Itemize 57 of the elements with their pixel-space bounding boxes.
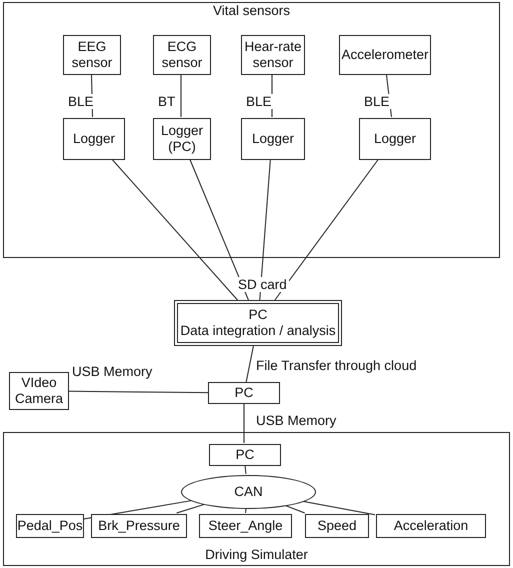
connector-line xyxy=(284,504,306,514)
process-box xyxy=(153,118,211,160)
group-panel xyxy=(3,432,510,566)
group-title: Vital sensors xyxy=(212,3,290,19)
node-label: EEG sensor xyxy=(70,39,114,71)
process-box xyxy=(208,382,280,404)
node-label: Steer_Angle xyxy=(208,518,283,534)
process-box xyxy=(241,118,305,160)
connector-line xyxy=(176,504,206,514)
connector-line xyxy=(246,346,254,382)
process-box xyxy=(199,514,292,538)
connector-line xyxy=(244,464,246,474)
connector-line xyxy=(189,158,249,300)
node-label: Acceleration xyxy=(394,518,468,534)
edge-label: BLE xyxy=(244,94,274,109)
node-label: Speed xyxy=(317,518,357,534)
node-label: Accelerometer xyxy=(341,47,429,63)
group-panel xyxy=(3,2,500,258)
node-label: Logger (PC) xyxy=(160,123,204,155)
connector-line xyxy=(180,74,182,118)
connector-line xyxy=(259,158,271,300)
process-box xyxy=(339,35,431,75)
process-box xyxy=(305,514,369,538)
double-border-box xyxy=(174,300,342,346)
edge-label: BLE xyxy=(66,94,96,109)
connector-line xyxy=(274,158,380,300)
node-label: VIdeo Camera xyxy=(14,375,64,407)
connector-line xyxy=(111,158,238,300)
process-box xyxy=(9,372,69,410)
node-label: PC xyxy=(248,307,268,323)
process-box xyxy=(63,35,121,75)
edge-label: BT xyxy=(156,94,178,109)
group-title: Driving Simulater xyxy=(205,547,308,563)
node-label: Pedal_Pos xyxy=(17,518,83,534)
edge-label: BLE xyxy=(362,94,392,109)
process-box xyxy=(63,118,125,160)
process-box xyxy=(16,514,84,538)
node-label: Hear-rate sensor xyxy=(244,39,302,71)
node-label: Logger xyxy=(252,131,294,147)
node-label: Logger xyxy=(72,131,116,147)
process-box xyxy=(376,514,486,538)
process-box xyxy=(91,514,187,538)
node-label: Brk_Pressure xyxy=(98,518,180,534)
node-label: ECG sensor xyxy=(160,39,204,71)
node-label: PC xyxy=(234,385,254,401)
node-label: CAN xyxy=(234,484,263,500)
process-box xyxy=(209,444,281,466)
node-label: PC xyxy=(236,447,254,463)
connector-line xyxy=(68,390,208,394)
edge-label: USB Memory xyxy=(70,364,154,379)
process-box xyxy=(359,118,431,160)
edge-label: USB Memory xyxy=(254,413,338,428)
edge-label: File Transfer through cloud xyxy=(254,358,419,373)
node-label: Data integration / analysis xyxy=(180,323,336,339)
note-label: SD card xyxy=(236,277,289,292)
node-label: Logger xyxy=(374,131,416,147)
process-box xyxy=(153,35,211,75)
